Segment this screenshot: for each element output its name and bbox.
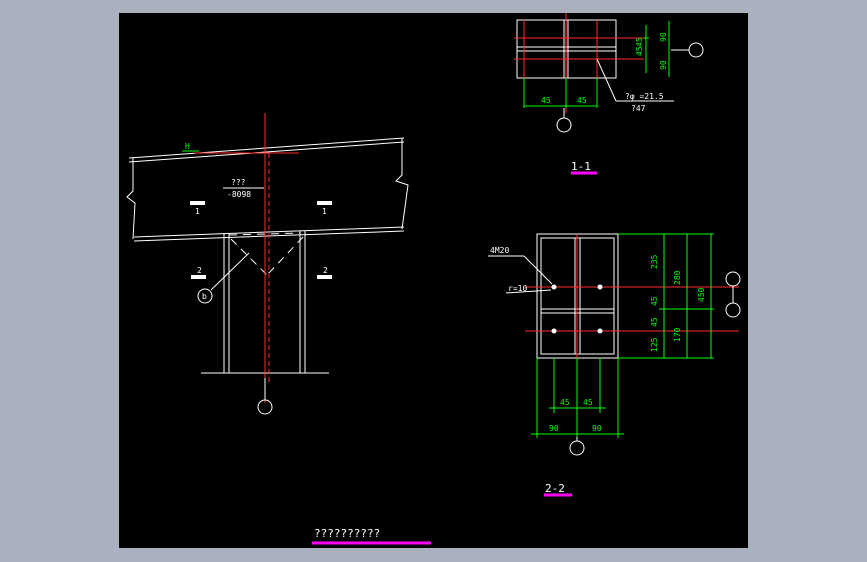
- cad-drawing: H ??? -8098 1 1 2 2 b: [126, 13, 741, 545]
- section-2-dim-r2: 45: [650, 296, 659, 306]
- section-2-dim-b2: 45: [583, 398, 593, 407]
- section-2-title: 2-2: [545, 482, 565, 495]
- bolt-hole: [551, 284, 557, 290]
- section-1-right-bar: [317, 201, 332, 205]
- bolt-hole: [597, 284, 603, 290]
- bolt-note: ?φ =21.5: [625, 92, 664, 101]
- section-2-dim-m1: 280: [673, 270, 682, 285]
- section-2-dim-b4: 90: [592, 424, 602, 433]
- section-2-right-bar: [317, 275, 332, 279]
- beam-bottom-flange: [133, 226, 405, 238]
- section-2-dim-m2: 170: [673, 327, 682, 342]
- section-2-dim-r1: 235: [650, 254, 659, 269]
- detail-callout-leader: [210, 252, 250, 291]
- beam-top-flange: [128, 141, 405, 163]
- radius-leader: [505, 289, 552, 294]
- section-2-left-tag: 2: [197, 266, 202, 275]
- axis-bubble-section-2-bottom-axis: [569, 440, 585, 456]
- drawing-title: ??????????: [314, 527, 380, 540]
- elevation-view: H ??? -8098 1 1 2 2 b: [126, 113, 409, 415]
- beam-top-edge: [128, 137, 405, 159]
- section-1-dim-b1: 45: [541, 96, 551, 105]
- axis-bubble-section-2-top: [725, 271, 741, 287]
- bolt-hole: [551, 328, 557, 334]
- axis-bubble-section-2-bottom: [725, 302, 741, 318]
- axis-bubble-elevation: [257, 399, 273, 415]
- level-value: -8098: [227, 190, 251, 199]
- axis-bubble-section-1-bottom: [556, 117, 572, 133]
- section-1-dim-r4: 90: [659, 60, 668, 70]
- section-1-dim-b2: 45: [577, 96, 587, 105]
- bolt-hole: [597, 328, 603, 334]
- section-1-1: 45 45 90 90 45 45 ?φ =21.5 ?47 1-1: [514, 13, 704, 175]
- stiffener-left: [230, 238, 268, 276]
- stiffener-right: [266, 236, 304, 276]
- section-1-right-tag: 1: [322, 207, 327, 216]
- radius-label: r=10: [508, 284, 527, 293]
- section-1-left-bar: [190, 201, 205, 205]
- section-2-dim-r3: 45: [650, 317, 659, 327]
- detail-callout-circle: [197, 288, 213, 304]
- axis-bubble-section-1-right: [688, 42, 704, 58]
- section-2-dim-b3: 90: [549, 424, 559, 433]
- section-1-dim-r1: 45: [635, 37, 644, 47]
- bolt-label: 4M20: [490, 246, 509, 255]
- section-2-dim-total: 450: [697, 287, 706, 302]
- section-1-dim-r2: 45: [635, 46, 644, 56]
- section-1-title: 1-1: [571, 160, 591, 173]
- level-mark: ???: [231, 178, 246, 187]
- section-2-dim-r4: 125: [650, 337, 659, 352]
- left-break-line: [126, 158, 136, 240]
- section-2-2: 4M20 r=10 235 45 45 125 280 170 450 45 4…: [488, 233, 741, 497]
- right-break-line: [395, 138, 409, 230]
- section-1-left-tag: 1: [195, 207, 200, 216]
- section-2-dim-b1: 45: [560, 398, 570, 407]
- section-2-right-tag: 2: [323, 266, 328, 275]
- bolt-label-leader: [523, 255, 553, 285]
- drawing-canvas: H ??? -8098 1 1 2 2 b: [119, 13, 748, 548]
- small-mark: H: [185, 142, 190, 151]
- bolt-note-leader: [596, 58, 617, 102]
- detail-callout-label: b: [202, 292, 207, 301]
- section-1-dim-r3: 90: [659, 32, 668, 42]
- section-2-left-bar: [191, 275, 206, 279]
- bolt-note-sub: ?47: [631, 104, 646, 113]
